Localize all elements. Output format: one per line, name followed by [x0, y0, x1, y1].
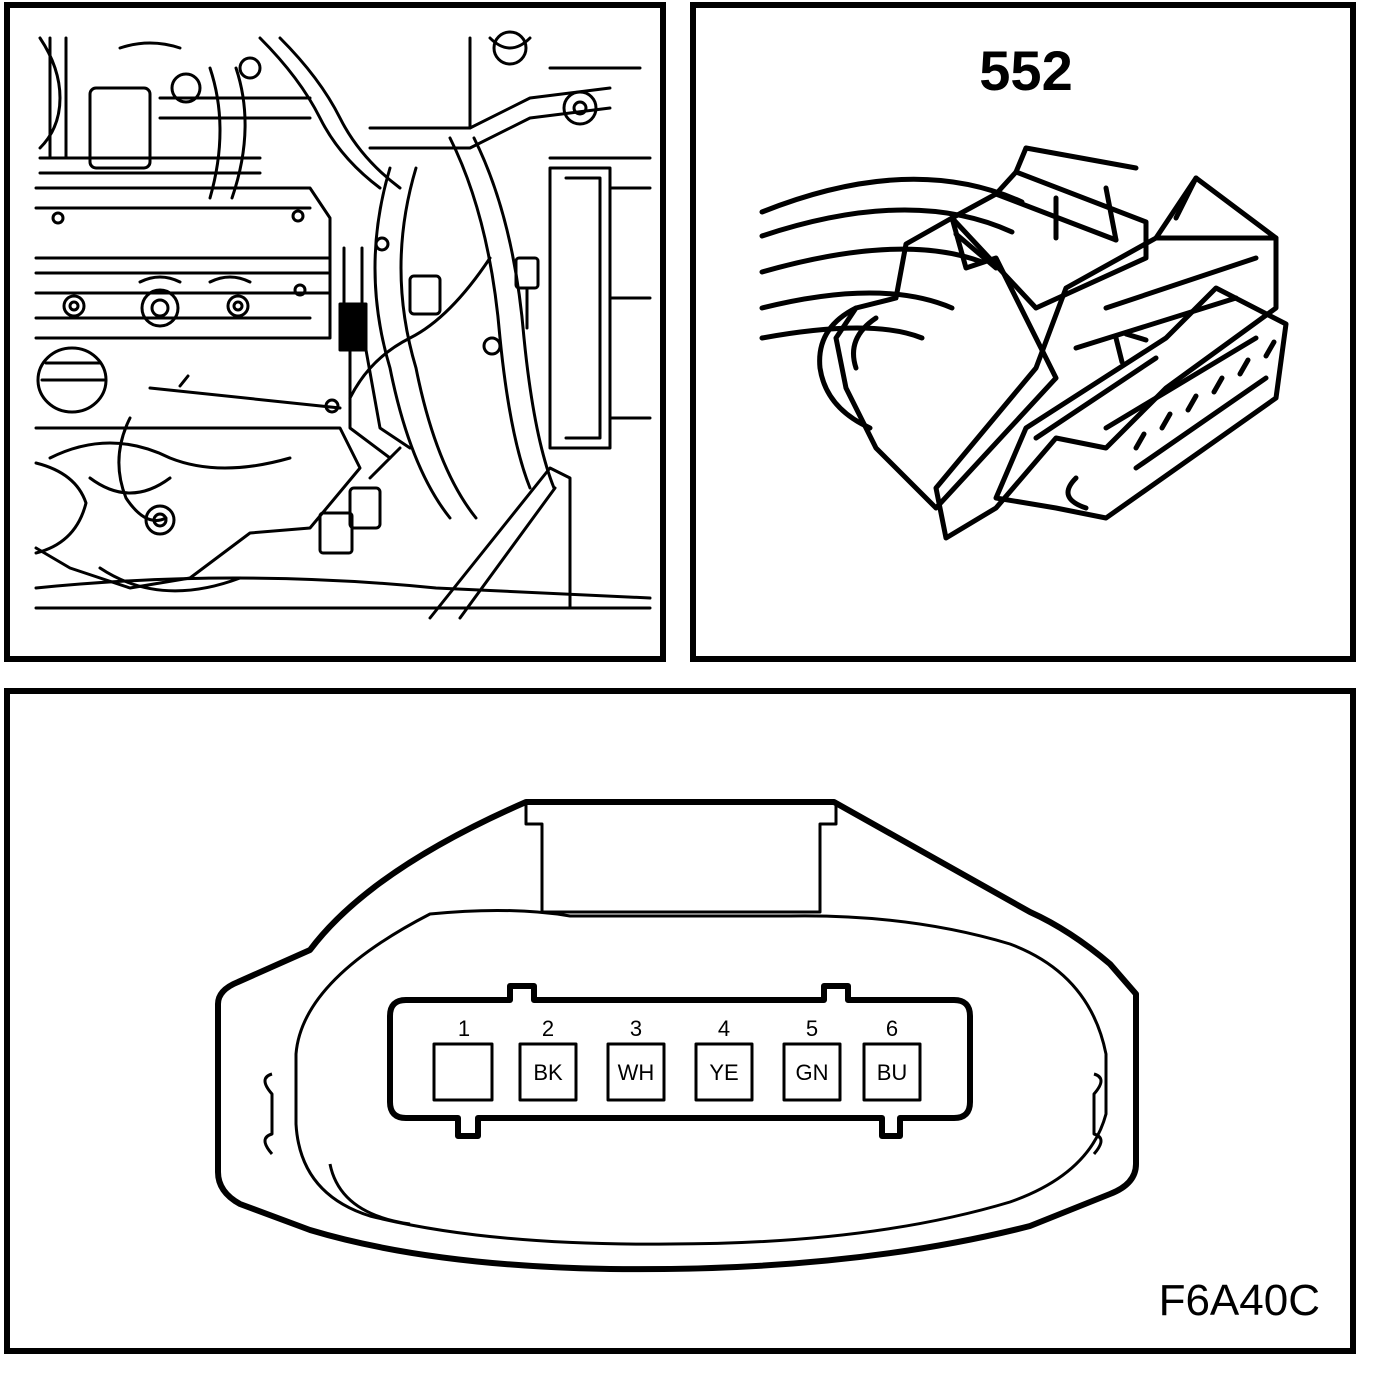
- connector-pin-face-drawing: 1 2 BK 3 WH 4 YE 5 GN 6 BU: [215, 799, 1139, 1273]
- pin-number: 6: [886, 1016, 898, 1041]
- pin-number: 3: [630, 1016, 642, 1041]
- pin-box: [432, 1042, 494, 1102]
- pin-wire-color: WH: [618, 1060, 655, 1085]
- figure-code: F6A40C: [1158, 1276, 1320, 1325]
- pin-face-panel: 1 2 BK 3 WH 4 YE 5 GN 6 BU F6A4: [4, 688, 1356, 1354]
- connector-view-panel: 552: [690, 2, 1356, 662]
- pin-number: 4: [718, 1016, 730, 1041]
- pin-1: 1: [432, 1016, 494, 1102]
- pin-number: 2: [542, 1016, 554, 1041]
- pin-cavity-outline: [387, 983, 973, 1139]
- pin-5: 5 GN: [782, 1016, 842, 1102]
- pin-wire-color: YE: [709, 1060, 738, 1085]
- pin-4: 4 YE: [694, 1016, 754, 1102]
- pin-number: 1: [458, 1016, 470, 1041]
- pin-2: 2 BK: [518, 1016, 578, 1102]
- pin-box: [518, 1042, 578, 1102]
- pin-6: 6 BU: [862, 1016, 922, 1102]
- connector-552-drawing: 552: [759, 39, 1289, 541]
- pin-wire-color: BU: [877, 1060, 908, 1085]
- pin-wire-color: BK: [533, 1060, 563, 1085]
- recess-outline: [294, 908, 1108, 1246]
- pin-number: 5: [806, 1016, 818, 1041]
- engine-bay-drawing: [34, 30, 652, 620]
- pin-3: 3 WH: [606, 1016, 666, 1102]
- engine-bay-panel: [4, 2, 666, 662]
- pin-box: [862, 1042, 922, 1102]
- pin-box: [694, 1042, 754, 1102]
- pin-box: [782, 1042, 842, 1102]
- connector-part-number: 552: [979, 39, 1072, 102]
- pin-wire-color: GN: [796, 1060, 829, 1085]
- housing-outline: [215, 799, 1139, 1273]
- pin-box: [606, 1042, 666, 1102]
- latch-outline: [524, 802, 838, 914]
